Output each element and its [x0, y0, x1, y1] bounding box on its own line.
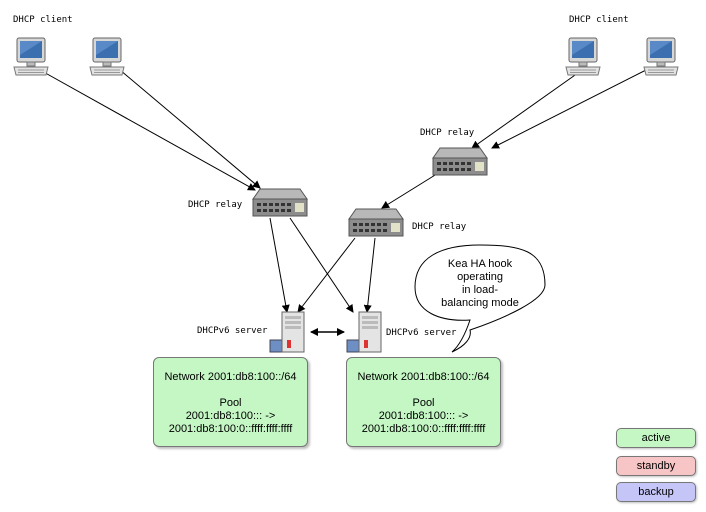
- server-left-tower-icon: [269, 311, 305, 353]
- network-left-subnet: Network 2001:db8:100::/64: [164, 371, 297, 383]
- relay-left-switch-icon: [252, 188, 308, 217]
- link-client2-relay: [119, 69, 261, 189]
- link-relay-relay: [381, 171, 441, 209]
- client-4-computer-icon: [643, 37, 679, 76]
- link-client1-relay: [39, 69, 256, 191]
- legend-backup: backup: [616, 482, 696, 502]
- network-right-subnet: Network 2001:db8:100::/64: [357, 371, 490, 383]
- network-box-right: Network 2001:db8:100::/64 Pool 2001:db8:…: [346, 357, 501, 447]
- link-client4-relay: [491, 67, 651, 149]
- relay-top-right-label: DHCP relay: [420, 128, 475, 138]
- legend-active: active: [616, 428, 696, 448]
- relay-mid-label: DHCP relay: [412, 222, 467, 232]
- bubble-line-2: operating: [457, 271, 503, 283]
- network-right-pool-end: 2001:db8:100:0::ffff:ffff:ffff: [361, 423, 486, 435]
- bubble-line-1: Kea HA hook: [447, 258, 513, 270]
- network-left-spacer: [154, 384, 307, 397]
- network-left-pool-title: Pool: [219, 397, 242, 409]
- relay-mid-switch-icon: [348, 208, 404, 237]
- legend-standby: standby: [616, 456, 696, 476]
- network-box-left: Network 2001:db8:100::/64 Pool 2001:db8:…: [153, 357, 308, 447]
- network-right-pool-title: Pool: [412, 397, 435, 409]
- relay-left-label: DHCP relay: [188, 200, 243, 210]
- bubble-line-4: balancing mode: [441, 297, 519, 309]
- link-relayM-serverR: [363, 237, 376, 313]
- link-relayM-serverL: [297, 237, 356, 313]
- network-right-pool-start: 2001:db8:100::: ->: [378, 410, 469, 422]
- network-right-spacer: [347, 384, 500, 397]
- bubble-line-3: in load-: [461, 284, 499, 296]
- server-left-label: DHCPv6 server: [197, 326, 268, 336]
- link-relayL-serverL: [269, 217, 290, 313]
- speech-bubble: [414, 244, 546, 353]
- client-1-computer-icon: [13, 37, 49, 76]
- link-client3-relay: [471, 67, 586, 149]
- client-left-label: DHCP client: [13, 15, 73, 25]
- bubble-text: Kea HA hook operating in load- balancing…: [418, 258, 542, 310]
- client-3-computer-icon: [565, 37, 601, 76]
- network-left-pool-start: 2001:db8:100::: ->: [185, 410, 276, 422]
- client-right-label: DHCP client: [569, 15, 629, 25]
- link-relayL-serverR: [289, 217, 354, 313]
- client-2-computer-icon: [89, 37, 125, 76]
- network-left-pool-end: 2001:db8:100:0::ffff:ffff:ffff: [168, 423, 293, 435]
- server-right-tower-icon: [346, 311, 382, 353]
- relay-top-right-switch-icon: [432, 147, 488, 176]
- server-right-label: DHCPv6 server: [386, 328, 457, 338]
